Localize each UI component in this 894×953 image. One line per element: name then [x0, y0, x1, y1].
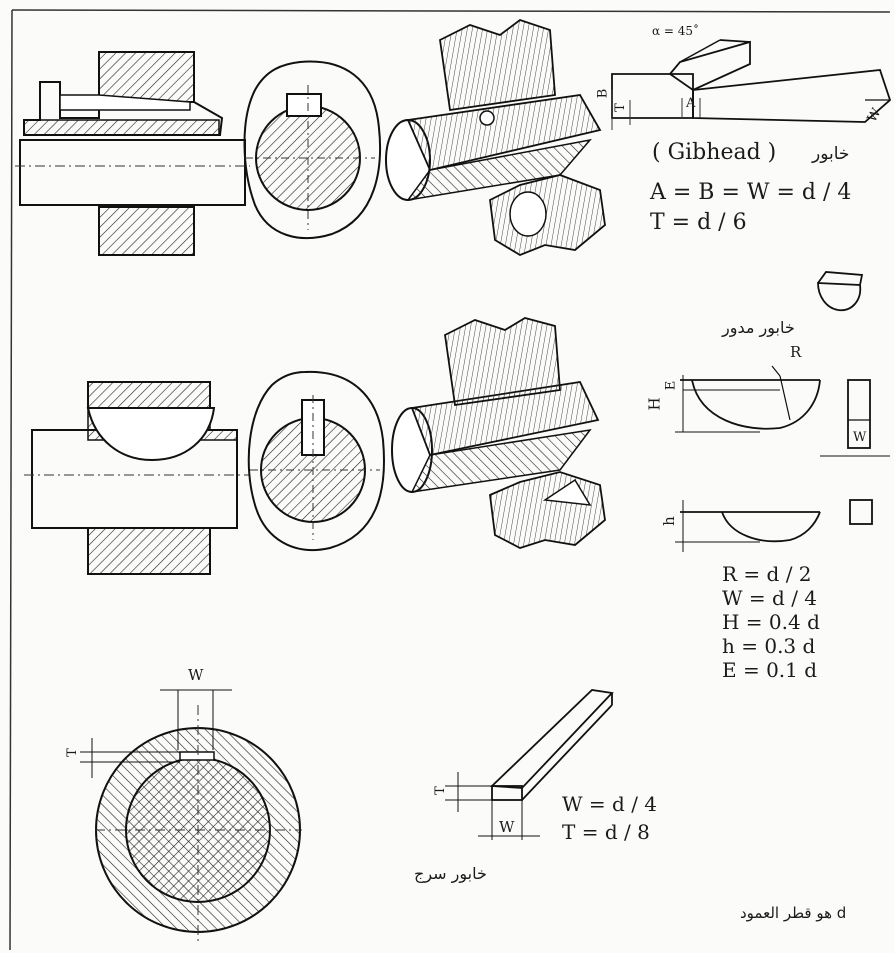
gibhead-formula-2: T = d / 6: [650, 210, 747, 235]
woodruff-formula-E: E = 0.1 d: [722, 658, 818, 682]
gibhead-dim-B: B: [595, 88, 611, 99]
flat-key-section-dim-W: W: [188, 666, 204, 684]
flat-key-dim-T: T: [432, 786, 448, 795]
woodruff-title-arabic: خابور مدور: [722, 318, 795, 337]
flat-key-title-arabic: خابور سرج: [414, 864, 487, 883]
flat-key-section-dim-T: T: [64, 748, 80, 757]
footnote-arabic: d هو قطر العمود: [740, 904, 847, 922]
woodruff-key-glyph: [817, 271, 864, 312]
woodruff-formula-H: H = 0.4 d: [722, 610, 820, 634]
woodruff-dim-h: h: [659, 516, 678, 526]
woodruff-key-views: [675, 365, 890, 552]
gibhead-title-latin: ( Gibhead ): [652, 140, 777, 165]
woodruff-dim-W: W: [853, 430, 867, 445]
flat-key-formula-T: T = d / 8: [562, 820, 650, 844]
flat-key-formula-W: W = d / 4: [562, 792, 658, 816]
woodruff-formula-R: R = d / 2: [722, 562, 812, 586]
woodruff-formula-W: W = d / 4: [722, 586, 818, 610]
flat-key-dim-W: W: [499, 818, 515, 836]
woodruff-dim-H: H: [645, 397, 664, 411]
woodruff-formula-h: h = 0.3 d: [722, 634, 816, 658]
gibhead-dim-T: T: [612, 103, 628, 112]
gibhead-formula-1: A = B = W = d / 4: [650, 180, 852, 205]
gibhead-angle-label: α = 45˚: [652, 24, 700, 38]
flat-key-isometric: [445, 689, 614, 840]
woodruff-shaft-section: [24, 381, 250, 575]
flat-key-cross-section: [80, 689, 302, 945]
gibhead-dim-A: A: [686, 96, 696, 111]
woodruff-isometric-assembly: [391, 317, 606, 549]
gibhead-title-arabic: خابور: [812, 144, 850, 164]
woodruff-dim-E: E: [663, 380, 679, 391]
gibhead-isometric-assembly: [385, 18, 606, 257]
gibhead-cross-section: [243, 60, 381, 240]
gibhead-key-isometric: [611, 39, 892, 130]
gibhead-shaft-section: [15, 51, 250, 256]
woodruff-dim-R: R: [790, 343, 802, 361]
woodruff-cross-section: [247, 370, 385, 552]
